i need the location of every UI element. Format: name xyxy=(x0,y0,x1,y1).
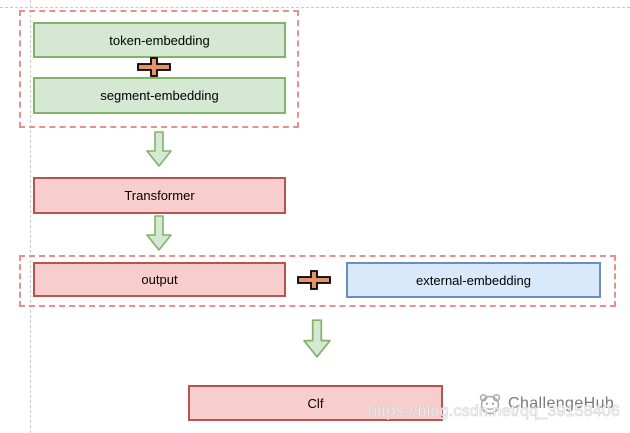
token-embedding-node: token-embedding xyxy=(33,22,286,58)
arrow-down-icon xyxy=(146,131,172,167)
challengehub-logo-icon xyxy=(479,394,501,415)
clf-label: Clf xyxy=(307,395,324,411)
csdn-url-watermark: https://blog.csdn.net/qq_39158406 xyxy=(368,403,621,421)
output-sum-group-frame xyxy=(19,255,616,307)
plus-icon xyxy=(297,270,331,290)
output-label: output xyxy=(141,272,178,287)
segment-embedding-node: segment-embedding xyxy=(33,77,286,114)
clf-node: Clf xyxy=(188,385,443,421)
challengehub-label: ChallengeHub xyxy=(508,395,615,412)
arrow-down-icon xyxy=(146,215,172,251)
transformer-node: Transformer xyxy=(33,177,286,214)
external-embedding-label: external-embedding xyxy=(416,272,531,288)
embedding-sum-group-frame xyxy=(19,10,299,128)
challengehub-watermark: ChallengeHub xyxy=(477,391,614,417)
segment-embedding-label: segment-embedding xyxy=(100,88,219,103)
page-guide-vertical xyxy=(30,0,31,433)
output-node: output xyxy=(33,262,286,297)
plus-icon xyxy=(137,57,171,77)
arrow-down-icon xyxy=(303,319,331,358)
external-embedding-node: external-embedding xyxy=(346,262,601,298)
token-embedding-label: token-embedding xyxy=(109,32,210,48)
transformer-label: Transformer xyxy=(124,188,195,203)
page-guide-horizontal xyxy=(0,7,630,8)
